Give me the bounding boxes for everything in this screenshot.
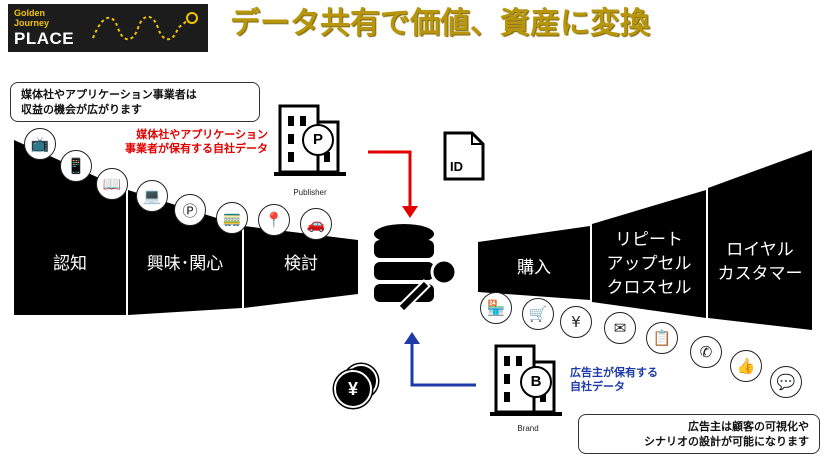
store-icon: 🏪 xyxy=(480,292,512,324)
cart-icon: 🛒 xyxy=(522,298,554,330)
bubble-bottom-line1: 広告主は顧客の可視化や xyxy=(688,420,809,433)
brand-label: Brand xyxy=(517,424,539,433)
brand-benefit-bubble: 広告主は顧客の可視化や シナリオの設計が可能になります xyxy=(578,414,820,454)
stage-label-awareness: 認知 xyxy=(53,254,87,274)
publisher-note-line2: 事業者が保有する自社データ xyxy=(125,142,268,155)
bubble-bottom-line2: シナリオの設計が可能になります xyxy=(644,435,809,448)
publisher-benefit-bubble: 媒体社やアプリケーション事業者は 収益の機会が広がります xyxy=(10,82,260,122)
book-icon: 📖 xyxy=(96,168,128,200)
logo-text-main: PLACE xyxy=(14,29,75,48)
stage-label-repeat: リピート アップセル クロスセル xyxy=(592,228,706,300)
red-arrow xyxy=(368,150,412,212)
brand-building-icon xyxy=(490,344,562,416)
stage-loyal-line2: カスタマー xyxy=(717,264,803,284)
stage-repeat-line2: アップセル xyxy=(606,254,692,274)
stage-label-loyal: ロイヤル カスタマー xyxy=(708,238,812,286)
brand-note-line2: 自社データ xyxy=(570,380,625,393)
stage-shape-loyal xyxy=(708,150,812,330)
chat-icon: 💬 xyxy=(770,366,802,398)
id-document-icon xyxy=(443,131,485,181)
mail-icon: ✉ xyxy=(604,312,636,344)
brand-note-line1: 広告主が保有する xyxy=(570,366,658,379)
publisher-note-line1: 媒体社やアプリケーション xyxy=(136,128,268,141)
car-icon: 🚗 xyxy=(300,208,332,240)
id-label: ID xyxy=(450,159,463,174)
train-icon: 🚃 xyxy=(216,202,248,234)
publisher-data-note: 媒体社やアプリケーション 事業者が保有する自社データ xyxy=(96,128,268,156)
blue-arrow xyxy=(410,340,476,387)
coins-icon: ¥ xyxy=(560,306,592,338)
smartphone-icon: 📱 xyxy=(60,150,92,182)
route-line-icon xyxy=(92,12,198,41)
map-pin-icon: 📍 xyxy=(258,204,290,236)
stage-shape-purchase xyxy=(478,226,590,300)
stage-label-interest: 興味･関心 xyxy=(146,254,224,274)
logo-text-top: Golden Journey xyxy=(14,8,50,28)
stage-repeat-line3: クロスセル xyxy=(606,278,692,298)
brand-data-note: 広告主が保有する 自社データ xyxy=(570,366,690,394)
brand-badge: B xyxy=(520,366,552,398)
thumbs-up-icon: 👍 xyxy=(730,350,762,382)
stage-repeat-line1: リピート xyxy=(615,230,683,250)
publisher-label: Publisher xyxy=(293,188,327,197)
stage-label-consider: 検討 xyxy=(284,254,318,274)
brand-logo: Golden Journey PLACE xyxy=(8,4,208,52)
yen-coin-icon: ¥ xyxy=(334,370,372,408)
stage-label-purchase: 購入 xyxy=(517,258,551,278)
clipboard-icon: 📋 xyxy=(646,322,678,354)
database-key-icon xyxy=(374,224,458,313)
points-icon: Ⓟ xyxy=(174,194,206,226)
bubble-top-line1: 媒体社やアプリケーション事業者は xyxy=(21,88,197,101)
phone-icon: ✆ xyxy=(690,336,722,368)
stage-shape-consider xyxy=(244,226,358,308)
bubble-top-line2: 収益の機会が広がります xyxy=(21,103,142,116)
stage-loyal-line1: ロイヤル xyxy=(726,240,794,260)
tv-icon: 📺 xyxy=(24,128,56,160)
laptop-icon: 💻 xyxy=(136,180,168,212)
stage-shape-repeat xyxy=(592,190,706,318)
page-title: データ共有で価値、資産に変換 xyxy=(230,6,650,41)
publisher-badge: P xyxy=(302,124,334,156)
stage-shape-interest xyxy=(128,190,242,315)
